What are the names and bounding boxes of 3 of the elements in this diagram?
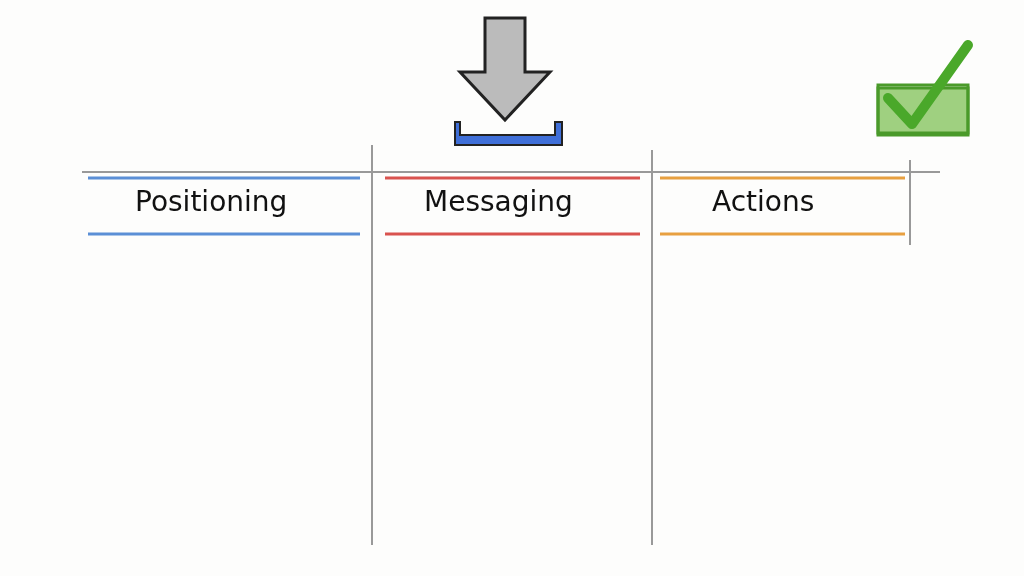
column-header: Actions — [712, 185, 815, 218]
column-header: Positioning — [135, 185, 288, 218]
column-header: Messaging — [424, 185, 573, 218]
